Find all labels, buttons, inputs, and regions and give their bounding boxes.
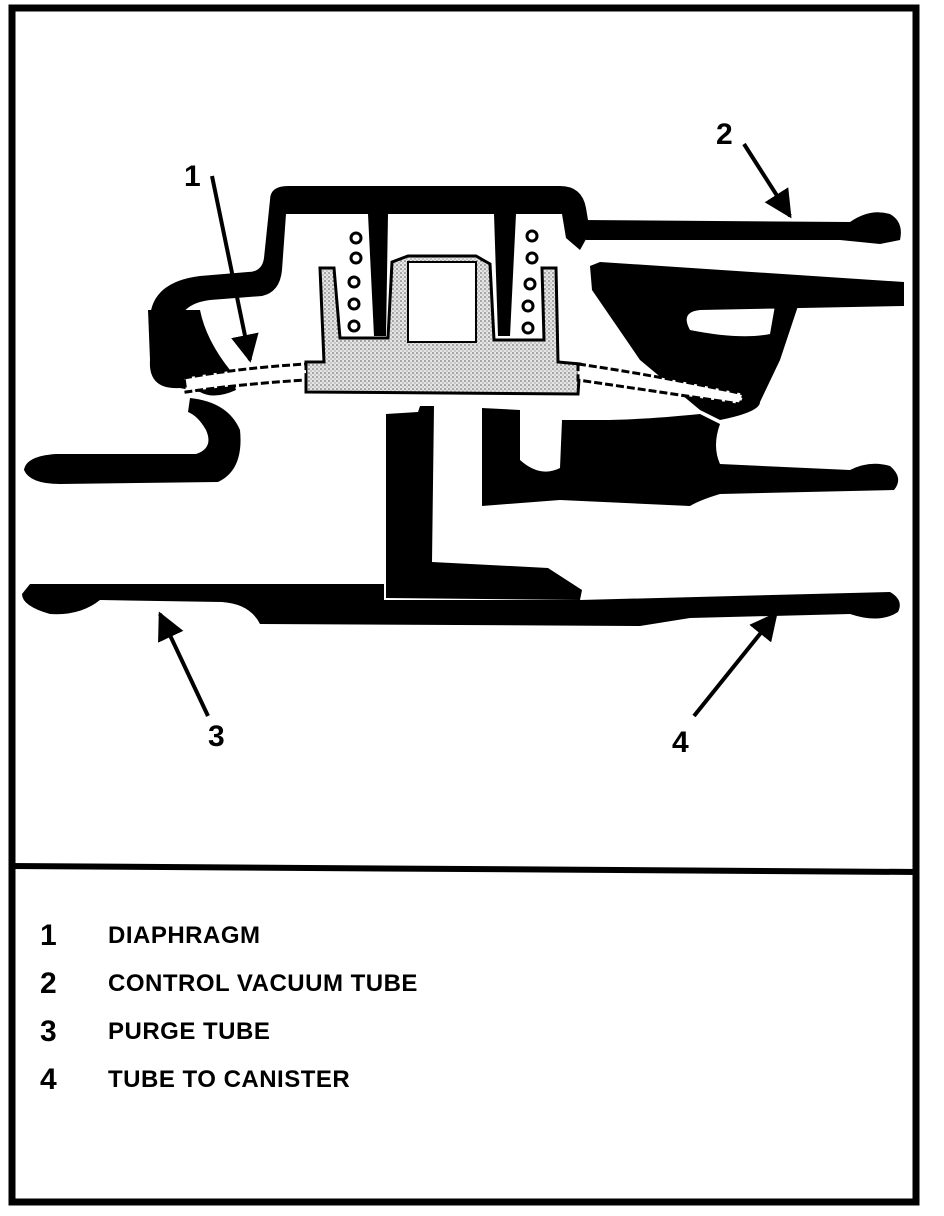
callout-3: 3 [158, 611, 225, 753]
callout-number: 1 [184, 160, 201, 193]
callout-number: 2 [716, 118, 733, 151]
callout-1-arrow [210, 175, 259, 363]
legend-item: 4 TUBE TO CANISTER [40, 1056, 900, 1104]
legend-label: CONTROL VACUUM TUBE [108, 970, 418, 997]
legend-divider [9, 863, 919, 875]
control-vacuum-tube-top-wall [580, 212, 901, 244]
legend: 1 DIAPHRAGM 2 CONTROL VACUUM TUBE 3 PURG… [40, 912, 900, 1104]
callout-2-arrow [742, 142, 792, 219]
callout-number: 4 [672, 726, 689, 759]
center-stem [386, 406, 582, 600]
valve-cross-section [22, 186, 904, 626]
valve-top-cap [150, 186, 590, 345]
callout-number: 3 [208, 720, 225, 753]
spring-coils-right [521, 229, 539, 335]
callout-4: 4 [672, 611, 778, 759]
diaphragm-left [182, 362, 308, 394]
legend-label: DIAPHRAGM [108, 922, 261, 949]
purge-tube-top-wall [24, 398, 241, 484]
legend-label: PURGE TUBE [108, 1018, 271, 1045]
diaphragm-right [576, 362, 747, 406]
spring-post-right [494, 214, 516, 336]
legend-item: 2 CONTROL VACUUM TUBE [40, 960, 900, 1008]
legend-label: TUBE TO CANISTER [108, 1066, 351, 1093]
legend-number: 2 [40, 967, 57, 1000]
legend-number: 4 [40, 1063, 57, 1096]
control-vacuum-tube-bottom-wall [590, 262, 904, 420]
callout-2: 2 [716, 118, 792, 219]
legend-number: 1 [40, 919, 57, 952]
bottom-tube-wall [22, 584, 900, 626]
legend-item: 3 PURGE TUBE [40, 1008, 900, 1056]
callout-4-arrow [692, 611, 778, 718]
valve-right-lower-body [482, 408, 899, 506]
spring-coils-left [347, 231, 363, 333]
callout-3-arrow [158, 611, 210, 717]
spring-post-left [368, 214, 388, 336]
legend-number: 3 [40, 1015, 57, 1048]
legend-item: 1 DIAPHRAGM [40, 912, 900, 960]
valve-piston-bore [407, 261, 477, 343]
outer-border [8, 4, 920, 1206]
callout-1: 1 [184, 160, 259, 363]
